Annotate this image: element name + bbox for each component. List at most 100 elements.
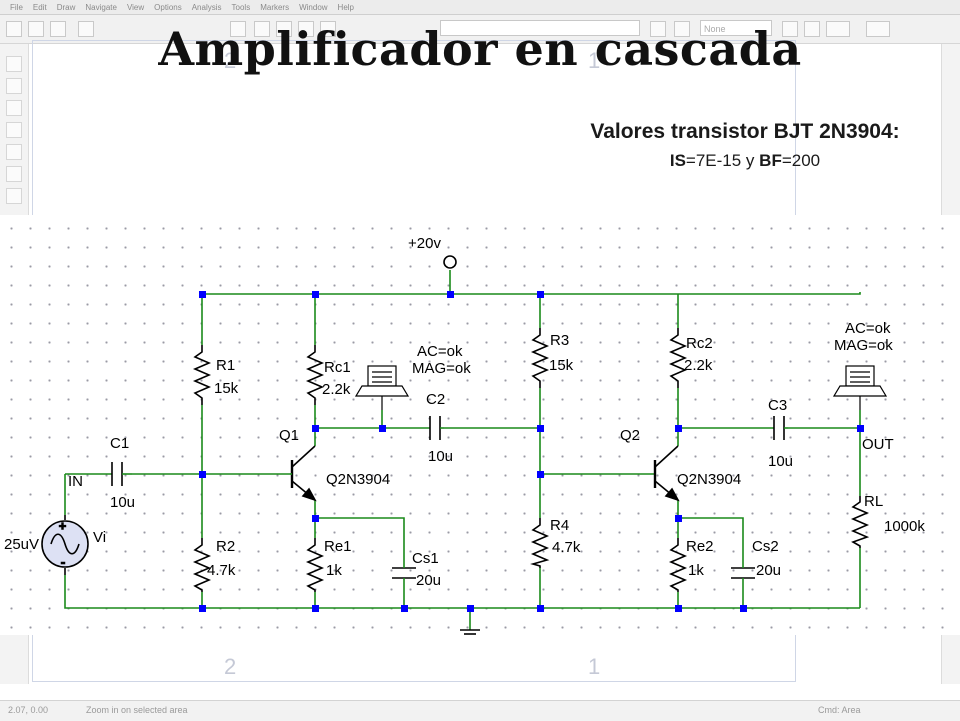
menu-help[interactable]: Help	[337, 2, 354, 12]
output-label: OUT	[862, 436, 894, 453]
junction-node	[312, 425, 319, 432]
voltage-marker-icon[interactable]	[826, 21, 850, 37]
menu-draw[interactable]: Draw	[56, 2, 76, 12]
component-value: 1k	[688, 562, 704, 579]
sheet-zone-number: 1	[588, 48, 601, 73]
window-icon[interactable]	[650, 21, 666, 37]
resistor-Re2	[668, 538, 688, 592]
arc-tool-icon[interactable]	[6, 122, 22, 138]
junction-node	[401, 605, 408, 612]
marker-label: MAG=ok	[412, 360, 471, 377]
junction-node	[675, 605, 682, 612]
zoom-area-icon[interactable]	[298, 21, 314, 37]
component-value: 20u	[416, 572, 441, 589]
component-label: Rc2	[686, 335, 713, 352]
menu-tools[interactable]: Tools	[231, 2, 251, 12]
menu-edit[interactable]: Edit	[32, 2, 47, 12]
component-value: 20u	[756, 562, 781, 579]
sheet-zone-number: 2	[224, 48, 237, 73]
note-icon[interactable]	[674, 21, 690, 37]
junction-node	[675, 425, 682, 432]
input-label: IN	[68, 473, 83, 490]
menu-navigate[interactable]: Navigate	[85, 2, 117, 12]
marker-label: AC=ok	[417, 343, 463, 360]
image-tool-icon[interactable]	[6, 188, 22, 204]
color-tool-icon[interactable]	[6, 144, 22, 160]
open-folder-icon[interactable]	[28, 21, 44, 37]
menu-bar: File Edit Draw Navigate View Options Ana…	[0, 0, 960, 15]
component-label: R3	[550, 332, 569, 349]
sine-wave-icon	[50, 533, 80, 555]
plus-sign: +	[59, 519, 66, 533]
menu-options[interactable]: Options	[154, 2, 182, 12]
line-tool-icon[interactable]	[6, 56, 22, 72]
print-icon[interactable]	[78, 21, 94, 37]
zoom-out-icon[interactable]	[276, 21, 292, 37]
supply-terminal-icon	[443, 255, 457, 269]
pencil-icon[interactable]	[230, 21, 246, 37]
component-value: Q2N3904	[326, 471, 390, 488]
sheet-zone-number: 2	[224, 654, 237, 679]
resistor-Rc2	[668, 328, 688, 388]
part-combo[interactable]	[440, 20, 640, 36]
tool-icon[interactable]	[804, 21, 820, 37]
status-message: Zoom in on selected area	[86, 705, 188, 715]
transistor-Q2-collector	[654, 445, 679, 468]
component-label: R4	[550, 517, 569, 534]
probe-icon[interactable]	[782, 21, 798, 37]
text-tool-icon[interactable]	[6, 166, 22, 182]
marker-combo[interactable]: None	[700, 20, 772, 36]
junction-node	[199, 605, 206, 612]
component-label: C2	[426, 391, 445, 408]
rectangle-tool-icon[interactable]	[6, 78, 22, 94]
menu-view[interactable]: View	[126, 2, 145, 12]
component-value: 1000k	[884, 518, 925, 535]
circle-tool-icon[interactable]	[6, 100, 22, 116]
component-label: Q2	[620, 427, 640, 444]
component-label: RL	[864, 493, 883, 510]
menu-analysis[interactable]: Analysis	[191, 2, 222, 12]
component-value: 4.7k	[552, 539, 581, 556]
labels: +20v IN OUT 25uV Vi AC=ok MAG=ok AC=ok M…	[4, 235, 925, 589]
source-name-label: Vi	[93, 529, 106, 546]
component-label: R2	[216, 538, 235, 555]
status-mode: Cmd: Area	[818, 705, 861, 715]
component-value: 1k	[326, 562, 342, 579]
component-value: Q2N3904	[677, 471, 741, 488]
component-value: 15k	[214, 380, 239, 397]
transistor-Q2-emitter-arrow	[664, 487, 680, 502]
component-label: Re1	[324, 538, 352, 555]
toolbar: None	[0, 15, 960, 44]
component-value: 2.2k	[684, 357, 713, 374]
bf-param-label: BF	[759, 151, 782, 170]
junction-node	[537, 291, 544, 298]
sheet-zone-number: 1	[588, 654, 601, 679]
menu-file[interactable]: File	[10, 2, 23, 12]
resistor-R3	[530, 328, 550, 388]
junction-node	[447, 291, 454, 298]
status-coordinates: 2.07, 0.00	[8, 705, 49, 715]
menu-markers[interactable]: Markers	[260, 2, 290, 12]
wire	[678, 517, 744, 562]
supply-label: +20v	[408, 235, 441, 252]
new-file-icon[interactable]	[6, 21, 22, 37]
printer-marker-icon	[832, 365, 888, 410]
schematic-canvas: + -	[0, 215, 960, 639]
status-bar: 2.07, 0.00 Zoom in on selected area Cmd:…	[0, 700, 960, 721]
transistor-heading: Valores transistor BJT 2N3904:	[590, 120, 900, 143]
zoom-fit-icon[interactable]	[320, 21, 336, 37]
supply-rail-wire	[202, 292, 861, 295]
save-icon[interactable]	[50, 21, 66, 37]
source-value-label: 25uV	[4, 536, 39, 553]
junction-nodes	[199, 291, 864, 612]
is-param-value: =7E-15 y	[685, 151, 760, 170]
printer-marker-icon	[354, 365, 410, 410]
menu-window[interactable]: Window	[299, 2, 328, 12]
junction-node	[675, 515, 682, 522]
zoom-in-icon[interactable]	[254, 21, 270, 37]
ground-rail-wire	[64, 575, 860, 609]
current-marker-icon[interactable]	[866, 21, 890, 37]
wires	[64, 270, 861, 630]
resistor-R2	[192, 538, 212, 592]
cascade-amplifier-schematic: + -	[4, 235, 925, 639]
